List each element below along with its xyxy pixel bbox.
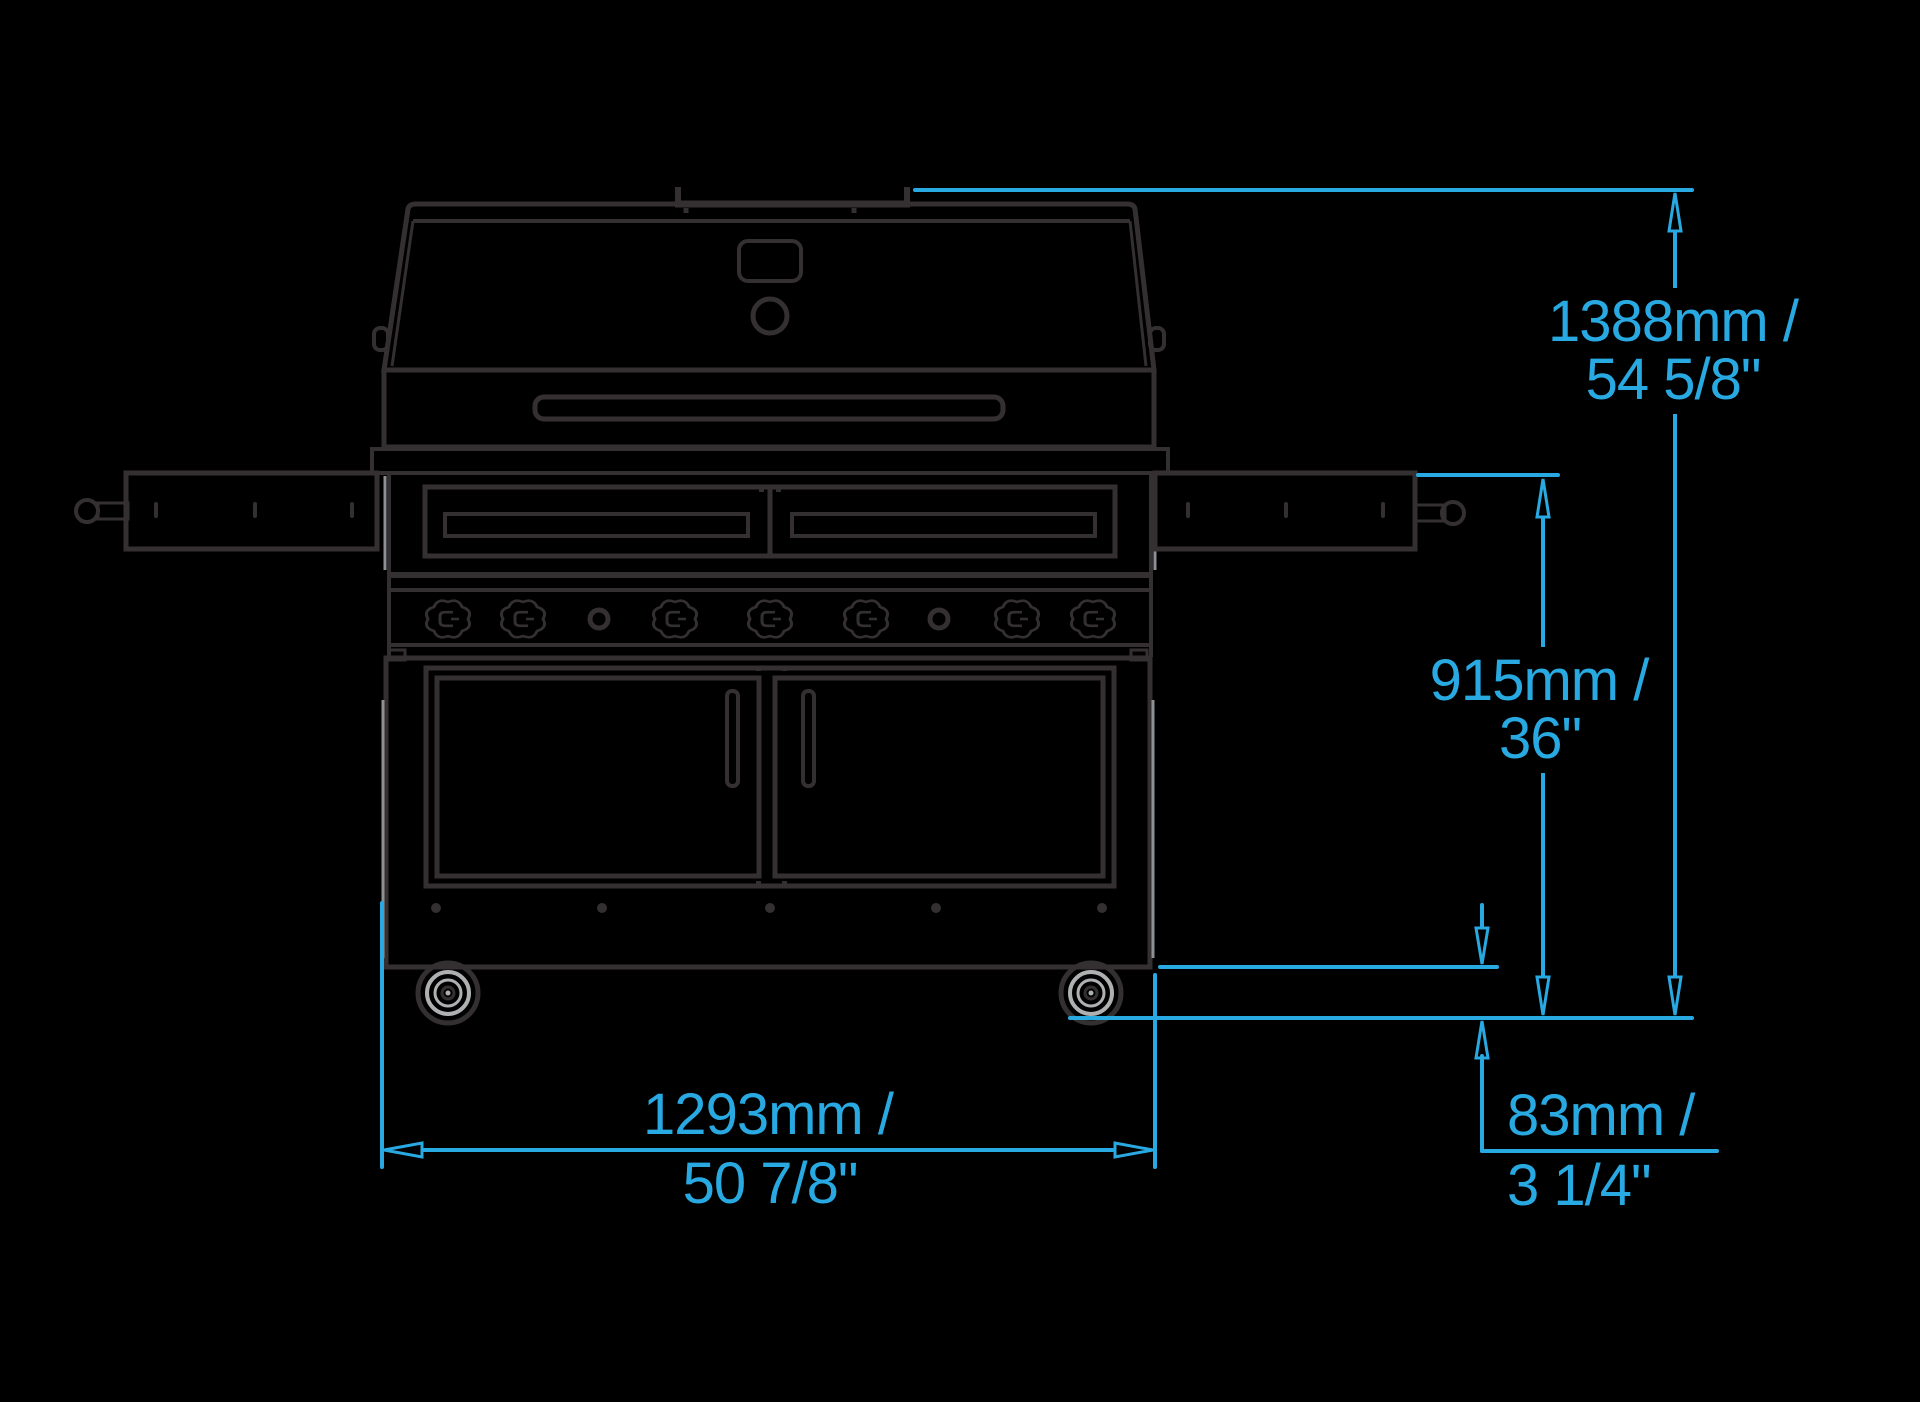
hood-hinge-left [372,326,390,352]
shelf-handle-bar [1413,503,1447,523]
bolt [597,903,607,913]
arrowhead-down [1667,975,1683,1016]
clearance-label-in: 3 1/4" [1507,1153,1652,1218]
bolt [431,903,441,913]
bolt [1097,903,1107,913]
firebox [370,447,1170,657]
burner-knob [842,599,890,639]
door-frame [423,665,1117,889]
door-handle-left [725,689,740,788]
hood-hinge-right [1148,326,1166,352]
thermometer [750,296,790,336]
drawer-slot-right [790,512,1097,538]
dim-body-width [380,901,1157,1169]
logo-plate [737,239,803,283]
cart-door-right [772,675,1106,879]
side-shelf-left [74,470,380,552]
burner-knob [993,599,1041,639]
bolt [931,903,941,913]
overall-height-label-mm: 1388mm / [1536,288,1810,356]
hood [372,201,1166,450]
firebox-lip [370,447,1170,475]
arrowhead-up [1474,1020,1490,1060]
control-panel [389,588,1151,647]
lid-handle [532,394,1006,422]
drawer-slot-left [443,512,750,538]
burner-knob [424,599,472,639]
arrowhead-down [1474,926,1490,965]
cart-door-left [434,675,762,879]
arrowhead-up [1667,192,1683,233]
cart-body [383,655,1153,970]
overall-height-label-in: 54 5/8" [1573,346,1773,414]
ground-reference [1068,965,1694,1020]
cart [381,648,1155,970]
caster-wheel-right [1058,960,1124,1026]
burner-knob [651,599,699,639]
body-width-label-in: 50 7/8" [682,1151,859,1216]
bolt [765,903,775,913]
hood-outline [381,201,1157,373]
vent-damper [675,187,910,213]
shelf-handle-knob [74,498,100,524]
dim-clearance [1474,903,1719,1153]
burner-knob [746,599,794,639]
shelf-height-label-mm: 915mm / [1417,647,1661,715]
igniter-button [927,607,951,631]
arrowhead-right [1113,1141,1154,1159]
caster-wheel-left [415,960,481,1026]
arrowhead-down [1535,975,1551,1016]
shelf-handle-knob [1440,500,1466,526]
burner-knob [499,599,547,639]
arrowhead-left [383,1141,424,1159]
burner-knob [1069,599,1117,639]
shelf-height-label-in: 36" [1486,705,1594,773]
igniter-button [587,607,611,631]
side-shelf-right [1152,470,1466,552]
body-width-label-mm: 1293mm / [643,1082,894,1147]
arrowhead-up [1535,478,1551,519]
door-handle-right [801,689,816,788]
clearance-label-mm: 83mm / [1507,1083,1695,1148]
